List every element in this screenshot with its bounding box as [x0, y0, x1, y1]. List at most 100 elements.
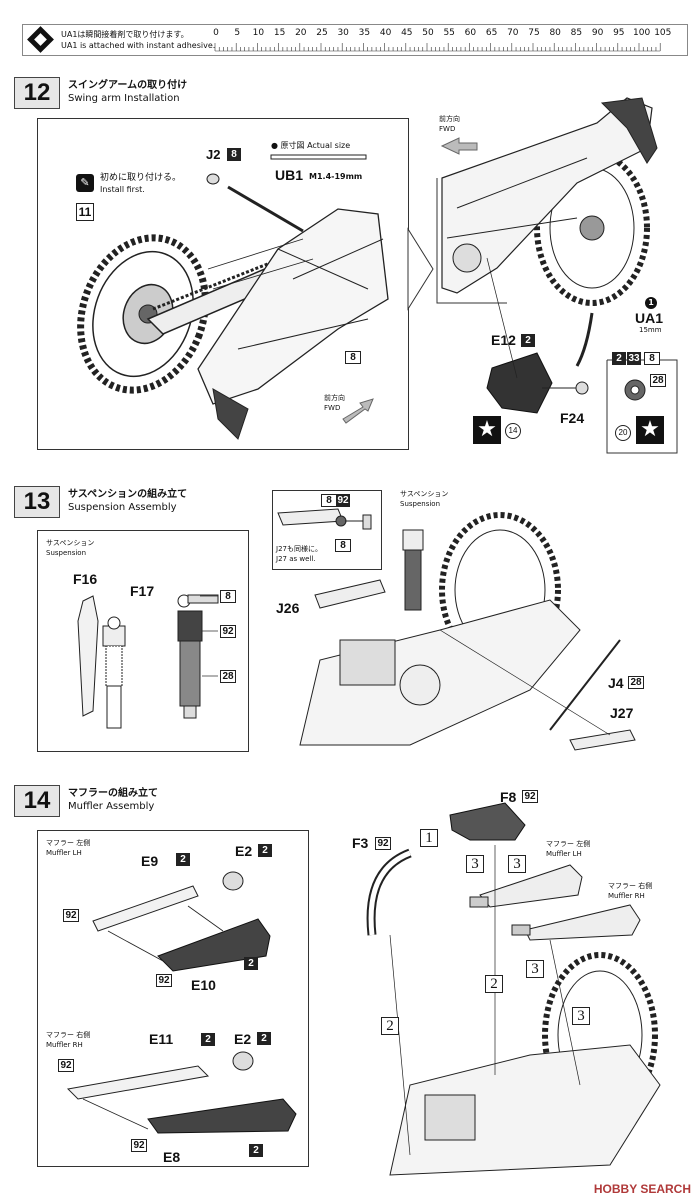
install-first-icon: ✎ [76, 174, 94, 192]
color-92-c: 92 [58, 1059, 74, 1072]
star-icon: ★ [473, 416, 501, 444]
step-14-muffler-panel: マフラー 左側 Muffler LH E9 2 E2 2 92 92 E10 2… [37, 830, 309, 1167]
ruler-label: 65 [485, 28, 498, 38]
part-j2: J2 [206, 147, 221, 162]
ruler-label: 75 [528, 28, 540, 38]
part-e11: E11 [149, 1031, 174, 1047]
color-2: 2 [612, 352, 626, 365]
ruler-label: 90 [591, 28, 604, 38]
muffler-rh2-en: Muffler RH [608, 892, 645, 900]
step-12-right-area: 前方向 FWD 1 UA1 15mm E12 2 F24 14 2 33 8 2… [436, 88, 678, 454]
hobby-search-watermark: HOBBY SEARCH [593, 1182, 691, 1196]
part-e10: E10 [191, 977, 216, 993]
j27-arm-drawing [277, 508, 372, 530]
ruler-label: 55 [443, 28, 455, 38]
part-e8-qty: 2 [249, 1144, 263, 1157]
ruler-label: 85 [570, 28, 583, 38]
muffler-lh2-en: Muffler LH [546, 850, 582, 858]
seq-step-2a: 2 [485, 975, 503, 993]
step-13-number: 13 [14, 486, 60, 518]
suspension-en: Suspension [46, 549, 87, 557]
adhesive-note-jp: UA1は瞬間接着剤で取り付けます。 [61, 30, 189, 39]
color-92-b: 92 [156, 974, 172, 987]
ruler-label: 35 [358, 28, 371, 38]
part-e12: E12 [491, 332, 516, 348]
adhesive-note-bar: UA1は瞬間接着剤で取り付けます。 UA1 is attached with i… [22, 24, 688, 56]
star-icon-2: ★ [636, 416, 664, 444]
ruler-label: 50 [422, 28, 434, 38]
ruler-label: 10 [252, 28, 265, 38]
muffler-lh2-jp: マフラー 左側 [546, 840, 591, 848]
step-12-title-en: Swing arm Installation [68, 93, 180, 104]
part-e9-qty: 2 [176, 853, 190, 866]
part-e11-qty: 2 [201, 1033, 215, 1046]
j27-note-jp: J27も同様に。 [276, 545, 322, 553]
part-ub1-size: M1.4-19mm [309, 172, 363, 181]
color-92-d: 92 [131, 1139, 147, 1152]
part-f3: F3 [352, 835, 369, 851]
step-12-title: スイングアームの取り付け Swing arm Installation [68, 79, 187, 105]
part-j27: J27 [610, 705, 634, 721]
step-13-title-jp: サスペンションの組み立て [68, 489, 188, 500]
step-13-suspension-panel: サスペンション Suspension F16 F17 8 92 28 [37, 530, 249, 752]
inset-color-8b: 8 [335, 539, 351, 552]
ruler-label: 40 [379, 28, 392, 38]
ref-step-11: 11 [76, 203, 94, 221]
part-e8: E8 [163, 1149, 181, 1165]
part-e2-qty: 2 [258, 844, 272, 857]
inset-color-92: 92 [336, 494, 350, 507]
suspension2-jp: サスペンション [400, 490, 449, 498]
part-ua1-size: 15mm [639, 326, 662, 334]
part-j4: J4 [608, 675, 624, 691]
part-f16: F16 [73, 571, 98, 587]
quantity-1-icon: 1 [645, 297, 657, 309]
muffler-rh2-jp: マフラー 右側 [608, 882, 653, 890]
suspension2-en: Suspension [400, 500, 441, 508]
step-13-j27-inset: 8 92 8 J27も同様に。 J27 as well. [272, 490, 382, 570]
ruler-label: 100 [633, 28, 651, 38]
part-e10-qty: 2 [244, 957, 258, 970]
seq-step-2b: 2 [381, 1017, 399, 1035]
part-j2-qty: 8 [227, 148, 241, 161]
color-28: 28 [650, 374, 666, 387]
suspension-drawing [77, 594, 219, 729]
ruler-label: 60 [464, 28, 477, 38]
install-first-jp: 初めに取り付ける。 [100, 173, 182, 183]
part-e9: E9 [141, 853, 159, 869]
muffler-lh-en: Muffler LH [46, 849, 82, 857]
ruler-label: 25 [316, 28, 328, 38]
step-14-title-jp: マフラーの組み立て [68, 788, 158, 799]
part-j4-qty: 28 [628, 676, 644, 689]
part-e12-qty: 2 [521, 334, 535, 347]
fwd2-label-en: FWD [439, 125, 456, 133]
suspension-jp: サスペンション [46, 539, 95, 547]
part-circle-20: 20 [615, 425, 631, 441]
step-13-main-drawing: サスペンション Suspension J26 J4 28 J27 [276, 490, 690, 755]
color-8: 8 [644, 352, 660, 365]
adhesive-note-en: UA1 is attached with instant adhesive. [61, 41, 216, 50]
seq-step-3d: 3 [572, 1007, 590, 1025]
ruler-label: 0 [213, 28, 219, 38]
part-f8-qty: 92 [522, 790, 538, 803]
seq-step-3c: 3 [526, 960, 544, 978]
seq-step-1: 1 [420, 829, 438, 847]
fwd-label-jp: 前方向 [324, 394, 345, 402]
install-first-en: Install first. [100, 185, 145, 194]
muffler-drawing [66, 871, 297, 1134]
actual-size-label: ● 原寸図 Actual size [271, 141, 351, 150]
step-14-main-drawing: F3 92 F8 92 1 3 3 マフラー 左側 Muffler LH マフラ… [330, 785, 690, 1176]
part-e2b-qty: 2 [257, 1032, 271, 1045]
muffler-lh-jp: マフラー 左側 [46, 839, 91, 847]
fwd-label-en: FWD [324, 404, 341, 412]
part-f3-qty: 92 [375, 837, 391, 850]
diamond-adhesive-icon [27, 26, 54, 53]
color-33: 33 [627, 352, 641, 365]
part-f8: F8 [500, 789, 517, 805]
step-13-title-en: Suspension Assembly [68, 502, 177, 513]
part-j26: J26 [276, 600, 300, 616]
step-12-title-jp: スイングアームの取り付け [68, 80, 188, 91]
seq-step-3a: 3 [466, 855, 484, 873]
ruler-label: 15 [273, 28, 286, 38]
step-14-title-en: Muffler Assembly [68, 801, 155, 812]
muffler-rh-en: Muffler RH [46, 1041, 83, 1049]
